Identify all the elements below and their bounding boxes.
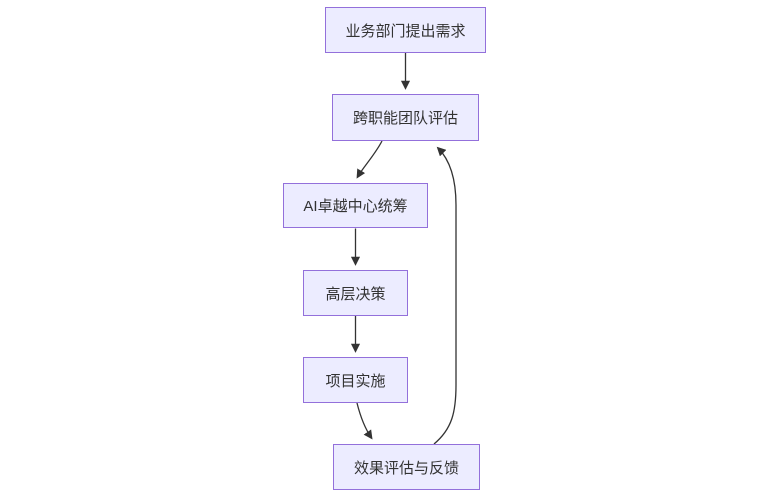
node-ai-coe-coordination-label: AI卓越中心统筹 bbox=[303, 198, 408, 215]
node-business-demand-label: 业务部门提出需求 bbox=[345, 22, 466, 40]
edge-feedback-loop-to-evaluation bbox=[433, 146, 457, 445]
node-result-evaluation-feedback-label: 效果评估与反馈 bbox=[353, 459, 459, 477]
node-cross-functional-evaluation[interactable]: 跨职能团队评估 bbox=[332, 94, 479, 141]
node-cross-functional-evaluation-label: 跨职能团队评估 bbox=[352, 110, 458, 127]
node-project-implementation-label: 项目实施 bbox=[325, 372, 386, 390]
node-business-demand[interactable]: 业务部门提出需求 bbox=[325, 7, 486, 53]
edge-implementation-to-feedback bbox=[356, 402, 373, 440]
node-executive-decision-label: 高层决策 bbox=[325, 285, 386, 303]
node-result-evaluation-feedback[interactable]: 效果评估与反馈 bbox=[333, 444, 480, 490]
node-ai-coe-coordination[interactable]: AI卓越中心统筹 bbox=[283, 183, 428, 228]
node-project-implementation[interactable]: 项目实施 bbox=[303, 357, 408, 403]
node-executive-decision[interactable]: 高层决策 bbox=[303, 270, 408, 316]
edge-evaluation-to-coe bbox=[356, 140, 383, 179]
